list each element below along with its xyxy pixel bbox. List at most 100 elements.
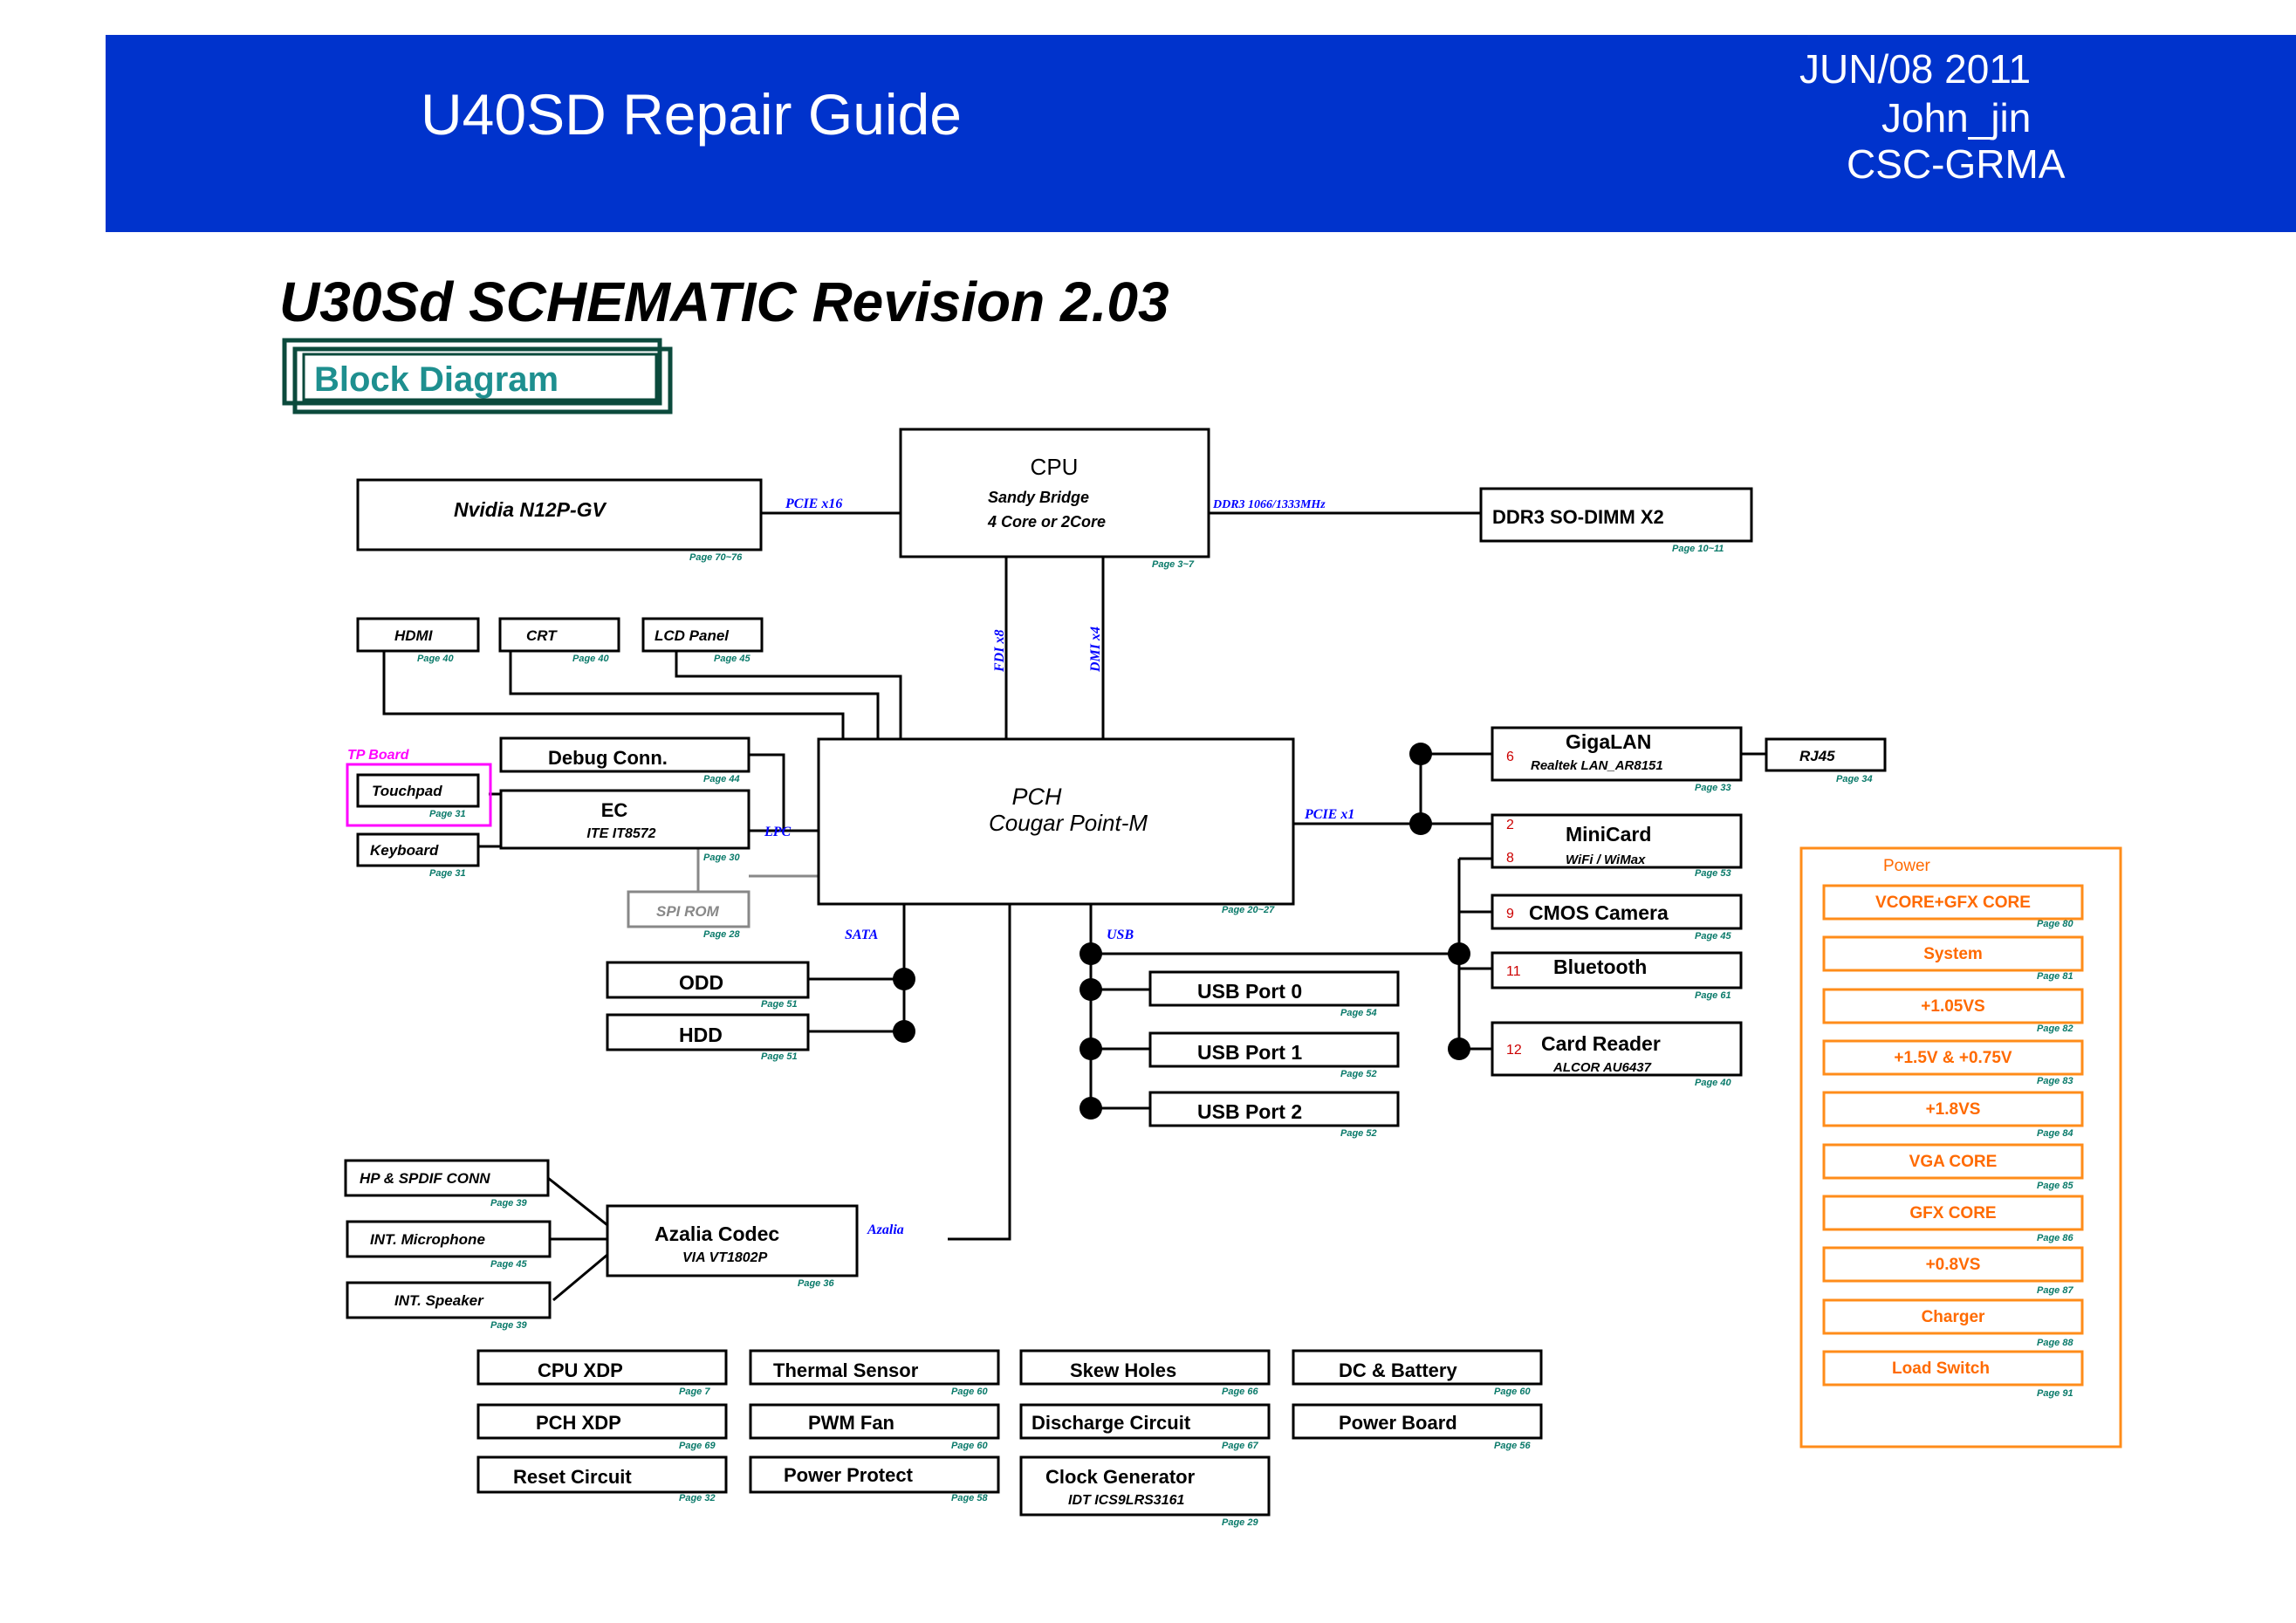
bus-lpc: LPC xyxy=(764,825,792,839)
power-item-load-switch-page: Page 91 xyxy=(2037,1388,2073,1399)
odd-title: ODD xyxy=(679,971,723,994)
int-mic-page: Page 45 xyxy=(490,1259,527,1270)
hdmi-page: Page 40 xyxy=(417,654,454,664)
bottom-thermal-title: Thermal Sensor xyxy=(773,1359,919,1381)
rj45-block: RJ45 Page 34 xyxy=(1765,737,1887,784)
debug-page: Page 44 xyxy=(703,774,740,784)
power-item-105vs: +1.05VS Page 82 xyxy=(1822,988,2084,1034)
nvidia-title: Nvidia N12P-GV xyxy=(454,498,607,521)
bottom-pch-xdp-title: PCH XDP xyxy=(536,1412,621,1434)
keyboard-title: Keyboard xyxy=(370,842,439,859)
bottom-reset-title: Reset Circuit xyxy=(513,1466,632,1488)
hdd-block: HDD Page 51 xyxy=(606,1013,810,1062)
bottom-pch-xdp: PCH XDP Page 69 xyxy=(476,1403,728,1451)
hdmi-block: HDMI Page 40 xyxy=(356,617,480,664)
lcd-title: LCD Panel xyxy=(655,627,730,644)
odd-page: Page 51 xyxy=(761,999,798,1010)
bottom-pwm-title: PWM Fan xyxy=(808,1412,894,1434)
int-spk-page: Page 39 xyxy=(490,1320,527,1331)
rj45-page: Page 34 xyxy=(1836,774,1873,784)
minicard-block: 2 8 MiniCard WiFi / WiMax Page 53 xyxy=(1491,813,1743,879)
bluetooth-title: Bluetooth xyxy=(1553,955,1647,978)
azalia-block: Azalia Codec VIA VT1802P Page 36 xyxy=(606,1204,859,1289)
cpu-line2: 4 Core or 2Core xyxy=(987,513,1106,531)
spirom-block: SPI ROM Page 28 xyxy=(627,890,750,940)
doc-title: U30Sd SCHEMATIC Revision 2.03 xyxy=(279,270,1169,333)
crt-block: CRT Page 40 xyxy=(498,617,620,664)
debug-block: Debug Conn. Page 44 xyxy=(499,736,750,784)
lcd-page: Page 45 xyxy=(714,654,750,664)
gigalan-page: Page 33 xyxy=(1695,783,1731,793)
power-item-vcore-label: VCORE+GFX CORE xyxy=(1875,894,2031,912)
bottom-dc-page: Page 60 xyxy=(1494,1387,1531,1397)
block-diagram-label: Block Diagram xyxy=(282,338,673,414)
bottom-cpu-xdp-page: Page 7 xyxy=(679,1387,710,1397)
hdd-page: Page 51 xyxy=(761,1051,798,1062)
power-item-vga-core-label: VGA CORE xyxy=(1909,1153,1998,1171)
tp-board: TP Board Touchpad Page 31 xyxy=(346,748,492,827)
touchpad-page: Page 31 xyxy=(429,809,466,819)
power-item-charger-label: Charger xyxy=(1922,1308,1985,1326)
bus-dmi: DMI x4 xyxy=(1088,627,1103,673)
power-item-105vs-page: Page 82 xyxy=(2037,1024,2073,1034)
pch-page: Page 20~27 xyxy=(1222,905,1275,915)
bottom-clock-title: Clock Generator xyxy=(1045,1466,1196,1488)
minicard-num1: 2 xyxy=(1506,818,1514,832)
usb1-block: USB Port 1 Page 52 xyxy=(1148,1031,1400,1079)
touchpad-title: Touchpad xyxy=(372,783,442,799)
bus-sata: SATA xyxy=(845,928,879,942)
odd-block: ODD Page 51 xyxy=(606,961,810,1010)
bottom-dc-title: DC & Battery xyxy=(1339,1359,1457,1381)
bottom-clock-line1: IDT ICS9LRS3161 xyxy=(1068,1493,1184,1508)
int-spk-title: INT. Speaker xyxy=(394,1292,484,1309)
hdd-title: HDD xyxy=(679,1024,723,1046)
bluetooth-num: 11 xyxy=(1506,964,1521,979)
header-author: John_jin xyxy=(1881,95,2032,140)
spirom-page: Page 28 xyxy=(703,929,740,940)
spirom-title: SPI ROM xyxy=(656,903,720,920)
hp-spdif-page: Page 39 xyxy=(490,1198,527,1209)
bottom-pch-xdp-page: Page 69 xyxy=(679,1441,716,1451)
ec-line1: ITE IT8572 xyxy=(586,826,655,841)
nvidia-block: Nvidia N12P-GV Page 70~76 xyxy=(356,478,763,563)
pch-line1: Cougar Point-M xyxy=(989,810,1148,836)
power-item-08vs-label: +0.8VS xyxy=(1926,1256,1981,1274)
keyboard-block: Keyboard Page 31 xyxy=(356,832,480,879)
power-item-15v-label: +1.5V & +0.75V xyxy=(1894,1049,2012,1067)
gigalan-block: 6 GigaLAN Realtek LAN_AR8151 Page 33 xyxy=(1491,726,1743,793)
cpu-page: Page 3~7 xyxy=(1152,559,1195,570)
azalia-line1: VIA VT1802P xyxy=(682,1250,768,1265)
bottom-dc-battery: DC & Battery Page 60 xyxy=(1292,1349,1543,1397)
minicard-line1: WiFi / WiMax xyxy=(1566,853,1646,867)
bottom-thermal-sensor: Thermal Sensor Page 60 xyxy=(749,1349,1000,1397)
gigalan-line1: Realtek LAN_AR8151 xyxy=(1531,758,1663,773)
ec-page: Page 30 xyxy=(703,853,740,863)
bottom-power-board-title: Power Board xyxy=(1339,1412,1457,1434)
cpu-line1: Sandy Bridge xyxy=(988,489,1089,506)
power-item-18vs: +1.8VS Page 84 xyxy=(1822,1091,2084,1139)
power-item-18vs-label: +1.8VS xyxy=(1926,1100,1981,1119)
usb0-block: USB Port 0 Page 54 xyxy=(1148,970,1400,1018)
cmos-block: 9 CMOS Camera Page 45 xyxy=(1491,894,1743,942)
tp-board-label: TP Board xyxy=(347,748,410,763)
azalia-page: Page 36 xyxy=(798,1278,834,1289)
pch-block: PCH Cougar Point-M Page 20~27 xyxy=(817,737,1295,915)
usb1-title: USB Port 1 xyxy=(1197,1041,1302,1064)
bottom-pwm-page: Page 60 xyxy=(951,1441,988,1451)
bottom-protect-page: Page 58 xyxy=(951,1493,988,1503)
header-banner xyxy=(106,35,2296,232)
cmos-page: Page 45 xyxy=(1695,931,1731,942)
block-diagram-text: Block Diagram xyxy=(314,360,559,399)
header-dept: CSC-GRMA xyxy=(1847,141,2066,187)
header-date: JUN/08 2011 xyxy=(1799,46,2032,92)
power-item-vga-core-page: Page 85 xyxy=(2037,1181,2073,1191)
ddr3-page: Page 10~11 xyxy=(1672,544,1724,554)
bus-ddr3: DDR3 1066/1333MHz xyxy=(1212,498,1326,511)
bus-fdi: FDI x8 xyxy=(992,630,1007,673)
power-item-vcore: VCORE+GFX CORE Page 80 xyxy=(1822,884,2084,929)
int-mic-title: INT. Microphone xyxy=(370,1231,485,1248)
bus-pcie16: PCIE x16 xyxy=(785,496,842,511)
gigalan-num: 6 xyxy=(1506,750,1514,764)
bottom-reset-page: Page 32 xyxy=(679,1493,716,1503)
power-title: Power xyxy=(1883,857,1931,875)
